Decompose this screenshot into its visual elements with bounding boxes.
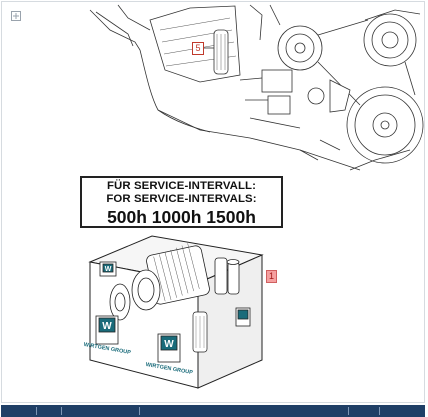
bottom-bar xyxy=(1,405,425,417)
callout-5[interactable]: 5 xyxy=(192,42,204,55)
wirtgen-logo-front: W xyxy=(95,315,119,345)
svg-text:W: W xyxy=(164,339,174,350)
sign-line-german: FÜR SERVICE-INTERVALL: xyxy=(106,180,257,192)
svg-text:W: W xyxy=(102,321,112,332)
wirtgen-logo-top: W xyxy=(99,261,117,277)
filter-kit-box: W W W xyxy=(88,235,264,389)
wirtgen-logo-side: W xyxy=(157,333,181,363)
engine-illustration xyxy=(89,4,424,171)
svg-text:W: W xyxy=(105,266,112,273)
expand-icon[interactable] xyxy=(11,11,21,21)
sign-line-english: FOR SERVICE-INTERVALS: xyxy=(106,193,257,205)
service-interval-sign: FÜR SERVICE-INTERVALL: FOR SERVICE-INTER… xyxy=(80,176,283,228)
sign-line-intervals: 500h 1000h 1500h xyxy=(107,207,256,227)
callout-1[interactable]: 1 xyxy=(266,270,277,283)
wirtgen-logo-side2 xyxy=(235,307,251,327)
